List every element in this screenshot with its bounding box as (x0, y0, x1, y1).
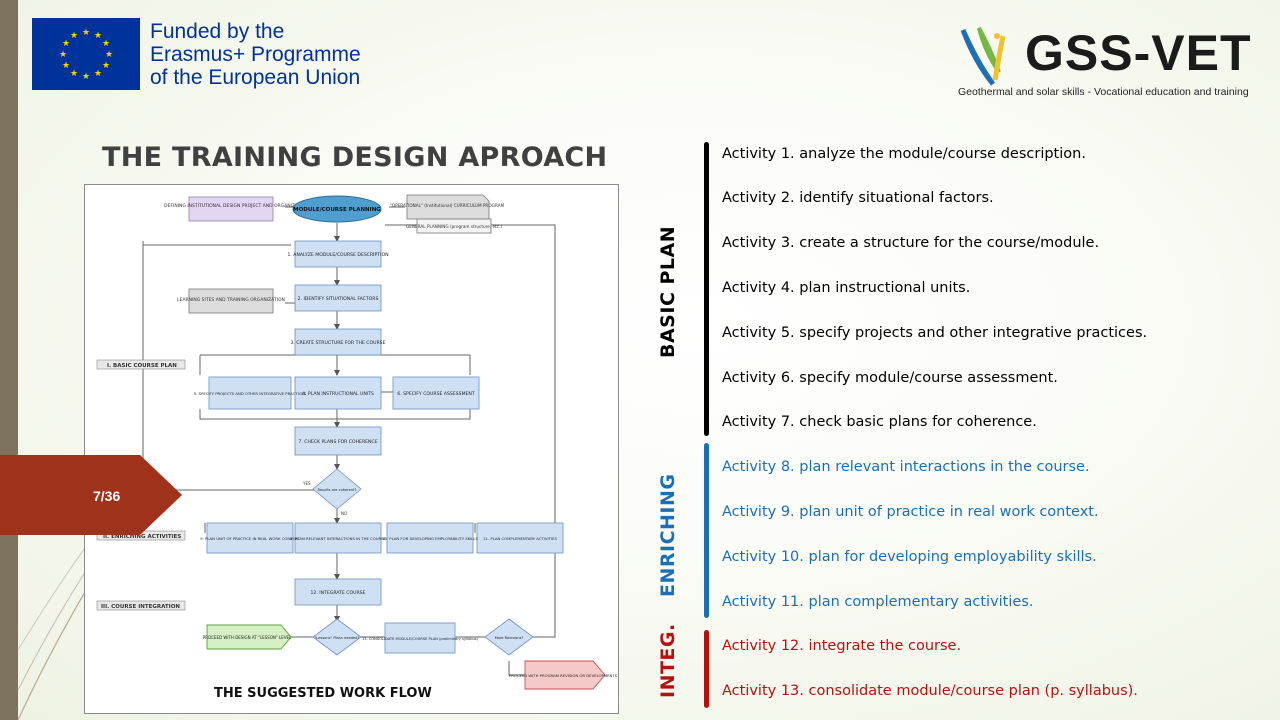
phase-label: II. ENRICHING ACTIVITIES (103, 534, 181, 540)
decision-yes-label: YES (302, 481, 311, 486)
activity-7: Activity 7. check basic plans for cohere… (722, 414, 1037, 430)
decision-coherent: Results are coherent? (318, 488, 357, 492)
top-node: MODULE/COURSE PLANNING (293, 207, 381, 213)
svg-text:★: ★ (94, 69, 102, 79)
slide-title: THE TRAINING DESIGN APROACH (102, 142, 608, 173)
svg-text:★: ★ (62, 61, 70, 71)
step5-box: 5. SPECIFY PROJECTS AND OTHER INTEGRATIV… (194, 391, 307, 396)
activity-4: Activity 4. plan instructional units. (722, 280, 971, 296)
activity-9: Activity 9. plan unit of practice in rea… (722, 504, 1099, 520)
general-box: GENERAL PLANNING (program structure, etc… (406, 224, 502, 229)
decision-lessons: "Lessons" Plans needed? (315, 636, 360, 640)
activity-13: Activity 13. consolidate module/course p… (722, 683, 1138, 699)
activity-2: Activity 2. identify situational factors… (722, 190, 994, 206)
activity-12: Activity 12. integrate the course. (722, 638, 962, 654)
funder-line: Funded by the (150, 20, 285, 43)
svg-text:★: ★ (82, 28, 90, 38)
svg-text:★: ★ (82, 72, 90, 82)
step12-box: 12. INTEGRATE COURSE (311, 590, 366, 596)
operational-box: "OPERATIONAL" (Institutional) CURRICULUM… (390, 203, 505, 208)
activity-6: Activity 6. specify module/course assess… (722, 370, 1058, 386)
svg-text:★: ★ (94, 31, 102, 41)
step13-box: 13. CONSOLIDATE MODULE/COURSE PLAN (prel… (362, 637, 479, 641)
activity-1: Activity 1. analyze the module/course de… (722, 146, 1086, 162)
eu-flag-icon: ★★★ ★★★ ★★★ ★★★ (32, 18, 140, 90)
activity-3: Activity 3. create a structure for the c… (722, 235, 1100, 251)
funder-line: Erasmus+ Programme (150, 43, 361, 66)
section-bar-enriching (704, 443, 709, 618)
project-name: GSS-VET (1025, 25, 1252, 81)
decision-no-label: NO (341, 511, 347, 516)
eu-funding-text: Funded by the Erasmus+ Programme of the … (150, 20, 361, 89)
svg-text:★: ★ (59, 50, 67, 60)
svg-text:★: ★ (70, 31, 78, 41)
decision-revisions: More Revisions? (495, 636, 524, 640)
activity-5: Activity 5. specify projects and other i… (722, 325, 1148, 341)
defining-box: DEFINING INSTITUTIONAL DESIGN PROJECT AN… (164, 203, 298, 209)
svg-text:★: ★ (70, 69, 78, 79)
proceed-program-box: PROCEED WITH PROGRAM REVISION OR DEVELOP… (509, 673, 618, 678)
workflow-diagram: I. BASIC COURSE PLAN II. ENRICHING ACTIV… (84, 184, 619, 714)
step10-box: 10. PLAN FOR DEVELOPING EMPLOYABILITY SK… (382, 536, 478, 541)
funder-line: of the European Union (150, 66, 361, 89)
section-label-basic: BASIC PLAN (657, 225, 679, 358)
svg-text:★: ★ (62, 39, 70, 49)
step1-box: 1. ANALYZE MODULE/COURSE DESCRIPTION (287, 252, 388, 258)
step11-box: 11. PLAN COMPLEMENTARY ACTIVITIES (483, 536, 557, 541)
left-decorative-band (0, 0, 18, 720)
page-number-arrow (140, 455, 182, 535)
svg-text:★: ★ (105, 50, 113, 60)
phase-label: III. COURSE INTEGRATION (101, 604, 180, 610)
gss-vet-logo-icon (960, 27, 1006, 86)
diagram-caption: THE SUGGESTED WORK FLOW (214, 686, 432, 701)
proceed-lesson-box: PROCEED WITH DESIGN AT "LESSON" LEVEL (203, 635, 292, 640)
step2-box: 2. IDENTIFY SITUATIONAL FACTORS (298, 296, 379, 302)
step9-box: 9. PLAN UNIT OF PRACTICE IN REAL WORK CO… (200, 536, 300, 541)
activity-11: Activity 11. plan complementary activiti… (722, 594, 1034, 610)
project-tagline: Geothermal and solar skills - Vocational… (958, 86, 1249, 98)
step4-box: 4. PLAN INSTRUCTIONAL UNITS (302, 391, 374, 397)
learning-box: LEARNING SITES AND TRAINING ORGANIZATION (177, 297, 285, 303)
section-label-enriching: ENRICHING (657, 473, 679, 598)
section-label-integ: INTEG. (657, 623, 679, 698)
svg-text:★: ★ (102, 61, 110, 71)
step6-box: 6. SPECIFY COURSE ASSESSMENT (397, 391, 475, 397)
step7-box: 7. CHECK PLANS FOR COHERENCE (298, 439, 377, 445)
page-number: 7/36 (93, 488, 121, 504)
step3-box: 3. CREATE STRUCTURE FOR THE COURSE (290, 340, 385, 346)
svg-text:★: ★ (102, 39, 110, 49)
activity-10: Activity 10. plan for developing employa… (722, 549, 1097, 565)
phase-label: I. BASIC COURSE PLAN (107, 363, 177, 369)
section-bar-integ (704, 630, 709, 708)
page-number-tab (0, 455, 140, 535)
activity-8: Activity 8. plan relevant interactions i… (722, 459, 1090, 475)
step8-box: 8. PLAN RELEVANT INTERACTIONS IN THE COU… (290, 536, 386, 541)
section-bar-basic (704, 142, 709, 436)
